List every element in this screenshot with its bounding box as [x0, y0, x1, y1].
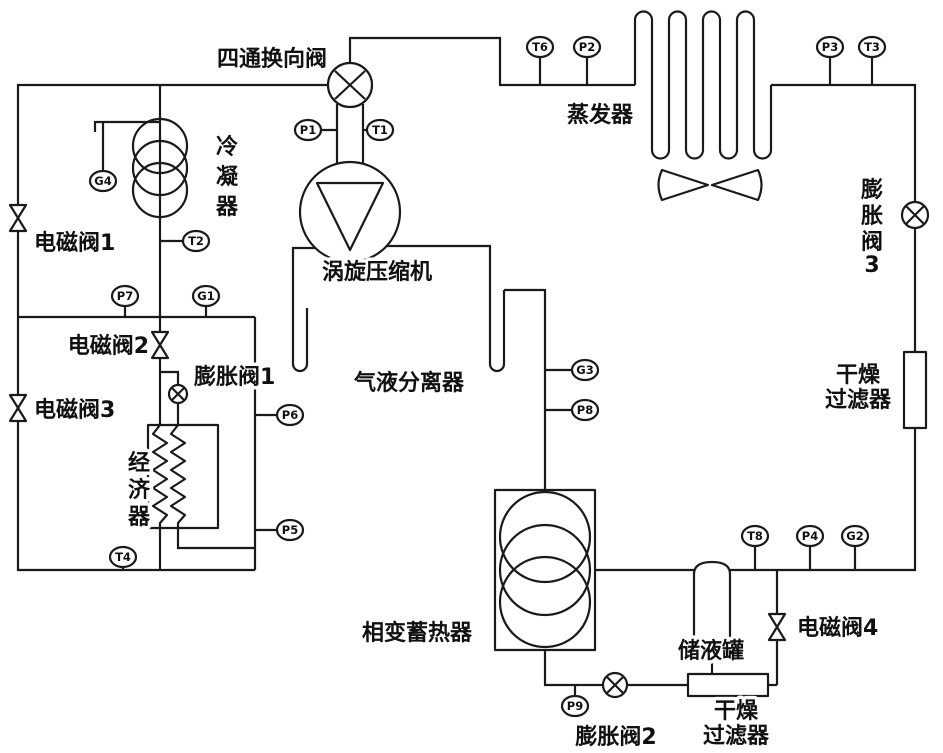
- expansion-valve-2-label: 膨胀阀2: [574, 725, 656, 750]
- condenser-label-char1: 冷: [216, 134, 238, 160]
- sensor-p7: P7: [110, 284, 140, 308]
- filter-drier-right-symbol: [902, 350, 928, 430]
- sensor-p1: P1: [293, 118, 323, 142]
- sensor-g1: G1: [191, 284, 221, 308]
- pipe-left-loop: [16, 83, 328, 572]
- pipe-left-u-trap: [291, 246, 318, 373]
- expansion-valve-2-symbol: [601, 671, 629, 699]
- sensor-stems: [101, 56, 874, 696]
- expansion-valve-3-label-char3: 阀: [861, 230, 883, 255]
- evaporator-label: 蒸发器: [567, 102, 634, 128]
- filter-drier-bottom-label-line1: 干燥: [714, 699, 759, 724]
- filter-drier-right-label-line1: 干燥: [836, 363, 881, 388]
- svg-text:T2: T2: [188, 234, 204, 248]
- sensor-t8: T8: [740, 524, 770, 548]
- sensor-t3: T3: [857, 35, 887, 59]
- svg-text:P1: P1: [300, 123, 316, 137]
- expansion-valve-3-label-char1: 膨: [860, 178, 883, 203]
- pipe-condenser-branch: [93, 85, 255, 570]
- pipe-top-bypass: [348, 36, 635, 87]
- liquid-receiver-label: 储液罐: [678, 638, 744, 664]
- sensor-p2: P2: [572, 35, 602, 59]
- filter-drier-bottom-label-line2: 过滤器: [703, 724, 770, 749]
- sensor-t6: T6: [525, 35, 555, 59]
- sensor-t4: T4: [108, 545, 138, 569]
- pipe-valve-to-compressor: [335, 104, 365, 166]
- pipe-evaporator-coil: [633, 10, 773, 160]
- pipe-right-side: [595, 83, 917, 572]
- compressor-label: 涡旋压缩机: [322, 259, 432, 285]
- expansion-valve-3-label-char4: 3: [864, 253, 879, 278]
- svg-text:T1: T1: [372, 123, 388, 137]
- pipe-mid-left: [18, 315, 257, 570]
- svg-text:G2: G2: [846, 529, 863, 543]
- sensor-g2: G2: [840, 524, 870, 548]
- filter-drier-bottom-symbol: [686, 672, 770, 698]
- solenoid-valve-3-label: 电磁阀3: [34, 397, 115, 423]
- economizer-symbol: [146, 423, 220, 530]
- sensor-p9: P9: [560, 694, 590, 718]
- solenoid-valve-2-label: 电磁阀2: [68, 333, 149, 359]
- solenoid-valve-2-symbol: [150, 330, 170, 360]
- phase-change-storage-symbol: [493, 488, 597, 652]
- pipe-network: [16, 10, 917, 696]
- filter-drier-right-label-line2: 过滤器: [825, 388, 892, 413]
- expansion-valve-3-symbol: [900, 200, 930, 230]
- sensor-p6: P6: [275, 403, 305, 427]
- svg-text:G3: G3: [576, 363, 593, 377]
- fan-icon: [657, 168, 763, 202]
- pipe-bottom-and-storage-riser: [504, 288, 777, 687]
- svg-text:T6: T6: [532, 40, 548, 54]
- solenoid-valve-1-label: 电磁阀1: [34, 230, 115, 256]
- solenoid-valve-4-symbol: [767, 612, 787, 642]
- liquid-receiver-symbol: [692, 560, 732, 642]
- svg-text:P6: P6: [282, 408, 298, 422]
- sensor-p4: P4: [795, 524, 825, 548]
- sensor-p3: P3: [815, 35, 845, 59]
- solenoid-valve-4-label: 电磁阀4: [797, 615, 878, 641]
- svg-text:T3: T3: [864, 40, 880, 54]
- solenoid-valve-3-symbol: [8, 393, 28, 423]
- sensor-t1: T1: [365, 118, 395, 142]
- economizer-label-char2: 济: [128, 477, 151, 503]
- solenoid-valve-1-symbol: [8, 203, 28, 233]
- components: [8, 61, 930, 699]
- labels: 四通换向阀 蒸发器 冷 凝 器 电磁阀1 电磁阀2 电磁阀3 膨胀阀1 经 济 …: [31, 43, 896, 753]
- svg-text:G1: G1: [197, 289, 214, 303]
- phase-change-storage-label: 相变蓄热器: [362, 620, 473, 646]
- sensor-g4: G4: [88, 169, 118, 193]
- four-way-valve-label: 四通换向阀: [217, 46, 327, 72]
- expansion-valve-1-symbol: [167, 383, 189, 405]
- condenser-label-char2: 凝: [216, 164, 239, 190]
- svg-text:P9: P9: [567, 699, 583, 713]
- expansion-valve-1-label: 膨胀阀1: [193, 365, 275, 390]
- svg-text:P3: P3: [822, 40, 838, 54]
- economizer-label-char1: 经: [128, 450, 150, 476]
- sensors: T6 P2 P3 T3 G4 P1 T1 T2 P7 G1 P6 P5 T4 G…: [88, 35, 887, 718]
- svg-text:P4: P4: [802, 529, 818, 543]
- svg-text:G4: G4: [94, 174, 111, 188]
- condenser-label-char3: 器: [215, 195, 239, 220]
- sensor-g3: G3: [570, 358, 600, 382]
- svg-text:P8: P8: [577, 403, 593, 417]
- svg-text:P7: P7: [117, 289, 133, 303]
- compressor-symbol: [298, 160, 402, 264]
- svg-text:P2: P2: [579, 40, 595, 54]
- svg-text:P5: P5: [282, 523, 298, 537]
- svg-text:T4: T4: [115, 550, 131, 564]
- four-way-valve-symbol: [326, 61, 374, 109]
- condenser-coil: [131, 117, 189, 219]
- pipe-right-u-trap: [380, 244, 506, 373]
- gas-liquid-separator-label: 气液分离器: [353, 370, 465, 396]
- economizer-label-char3: 器: [127, 505, 151, 530]
- sensor-t2: T2: [181, 229, 211, 253]
- sensor-p5: P5: [275, 518, 305, 542]
- expansion-valve-3-label-char2: 胀: [861, 204, 883, 229]
- sensor-p8: P8: [570, 398, 600, 422]
- svg-text:T8: T8: [747, 529, 763, 543]
